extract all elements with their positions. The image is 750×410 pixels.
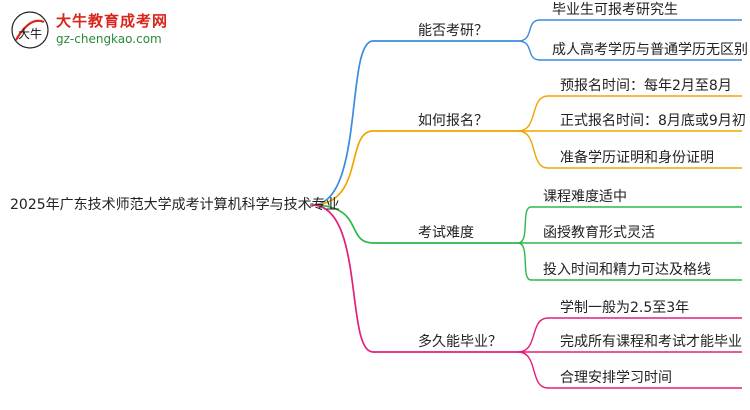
site-logo[interactable]: 大牛 大牛教育成考网 gz-chengkao.com [6, 8, 176, 54]
branch-connector-1 [311, 40, 518, 206]
leaf-label-3-1: 课程难度适中 [543, 189, 627, 205]
branch-label-2: 如何报名？ [418, 113, 488, 129]
logo-mark-icon: 大牛 [11, 11, 49, 49]
leaf-connector-4-1 [517, 317, 742, 353]
leaf-connector-1-2 [517, 40, 742, 61]
branch-connector-2 [311, 130, 518, 206]
leaf-connector-2-1 [517, 95, 742, 132]
leaf-connector-3-3 [517, 242, 742, 281]
leaf-label-4-2: 完成所有课程和考试才能毕业 [560, 334, 742, 350]
leaf-connector-4-3 [517, 351, 742, 389]
leaf-label-1-2: 成人高考学历与普通学历无区别 [552, 42, 748, 58]
branch-connector-3 [311, 204, 518, 244]
branch-label-4: 多久能毕业？ [418, 334, 502, 350]
leaf-label-4-3: 合理安排学习时间 [560, 370, 672, 386]
root-topic: 2025年广东技术师范大学成考计算机科学与技术专业 [10, 197, 340, 213]
branch-label-3: 考试难度 [418, 225, 474, 241]
branch-label-1: 能否考研？ [418, 23, 488, 39]
leaf-label-3-2: 函授教育形式灵活 [543, 225, 655, 241]
logo-mark-text: 大牛 [18, 26, 42, 41]
leaf-label-3-3: 投入时间和精力可达及格线 [543, 262, 711, 278]
leaf-label-2-3: 准备学历证明和身份证明 [560, 150, 714, 166]
logo-title: 大牛教育成考网 [56, 12, 169, 30]
leaf-label-1-1: 毕业生可报考研究生 [552, 2, 678, 18]
leaf-connector-1-1 [517, 19, 742, 42]
leaf-label-2-1: 预报名时间：每年2月至8月 [560, 78, 732, 94]
leaf-connector-3-1 [517, 206, 742, 244]
leaf-label-2-2: 正式报名时间：8月底或9月初 [560, 113, 746, 129]
logo-url: gz-chengkao.com [56, 32, 162, 46]
leaf-label-4-1: 学制一般为2.5至3年 [560, 300, 690, 316]
leaf-connector-2-3 [517, 130, 742, 169]
branch-connector-4 [311, 204, 518, 353]
